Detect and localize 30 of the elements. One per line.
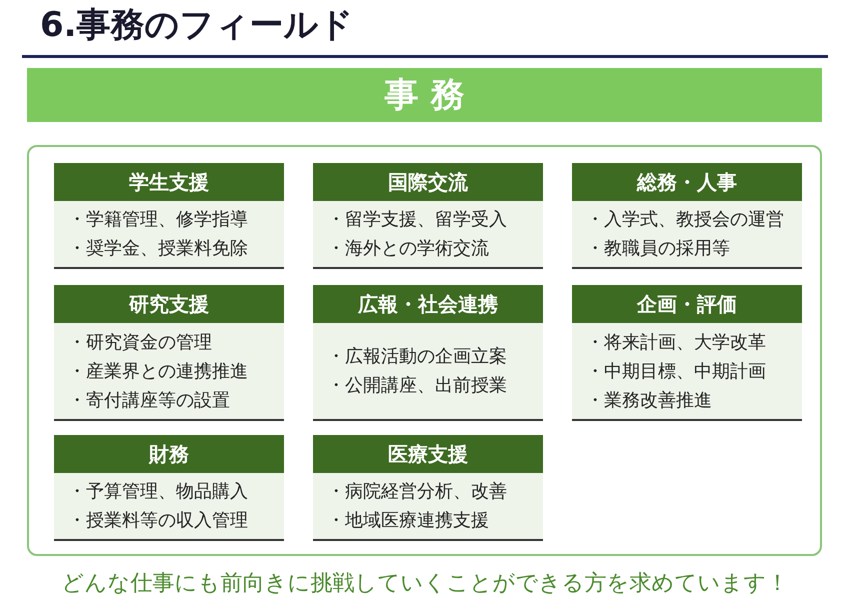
bullet-item: ・公開講座、出前授業 [327,374,508,398]
bullet-item: ・海外との学術交流 [327,237,490,261]
bullet-item: ・寄付講座等の設置 [68,388,231,412]
bullet-item: ・留学支援、留学受入 [327,208,508,232]
bullet-item: ・授業料等の収入管理 [68,509,249,533]
card-header: 研究支援 [54,285,284,323]
bullet-item: ・予算管理、物品購入 [68,480,249,504]
card-header: 広報・社会連携 [313,285,543,323]
page-title: 6.事務のフィールド [40,4,354,47]
panel-frame [27,145,822,556]
banner: 事 務 [27,68,822,122]
card-header: 学生支援 [54,163,284,201]
card-header: 国際交流 [313,163,543,201]
bullet-item: ・将来計画、大学改革 [586,330,767,354]
bullet-item: ・広報活動の企画立案 [327,345,508,369]
caption: どんな仕事にも前向きに挑戦していくことができる方を求めています！ [60,570,790,598]
bullet-item: ・病院経営分析、改善 [327,480,508,504]
card-header: 財務 [54,435,284,473]
bullet-item: ・奨学金、授業料免除 [68,237,249,261]
bullet-item: ・業務改善推進 [586,388,713,412]
bullet-item: ・入学式、教授会の運営 [586,208,785,232]
card-header: 総務・人事 [572,163,802,201]
bullet-item: ・地域医療連携支援 [327,509,490,533]
card-header: 医療支援 [313,435,543,473]
card-header: 企画・評価 [572,285,802,323]
bullet-item: ・産業界との連携推進 [68,360,249,384]
bullet-item: ・学籍管理、修学指導 [68,208,249,232]
bullet-item: ・中期目標、中期計画 [586,360,767,384]
bullet-item: ・教職員の採用等 [586,237,731,261]
bullet-item: ・研究資金の管理 [68,330,213,354]
